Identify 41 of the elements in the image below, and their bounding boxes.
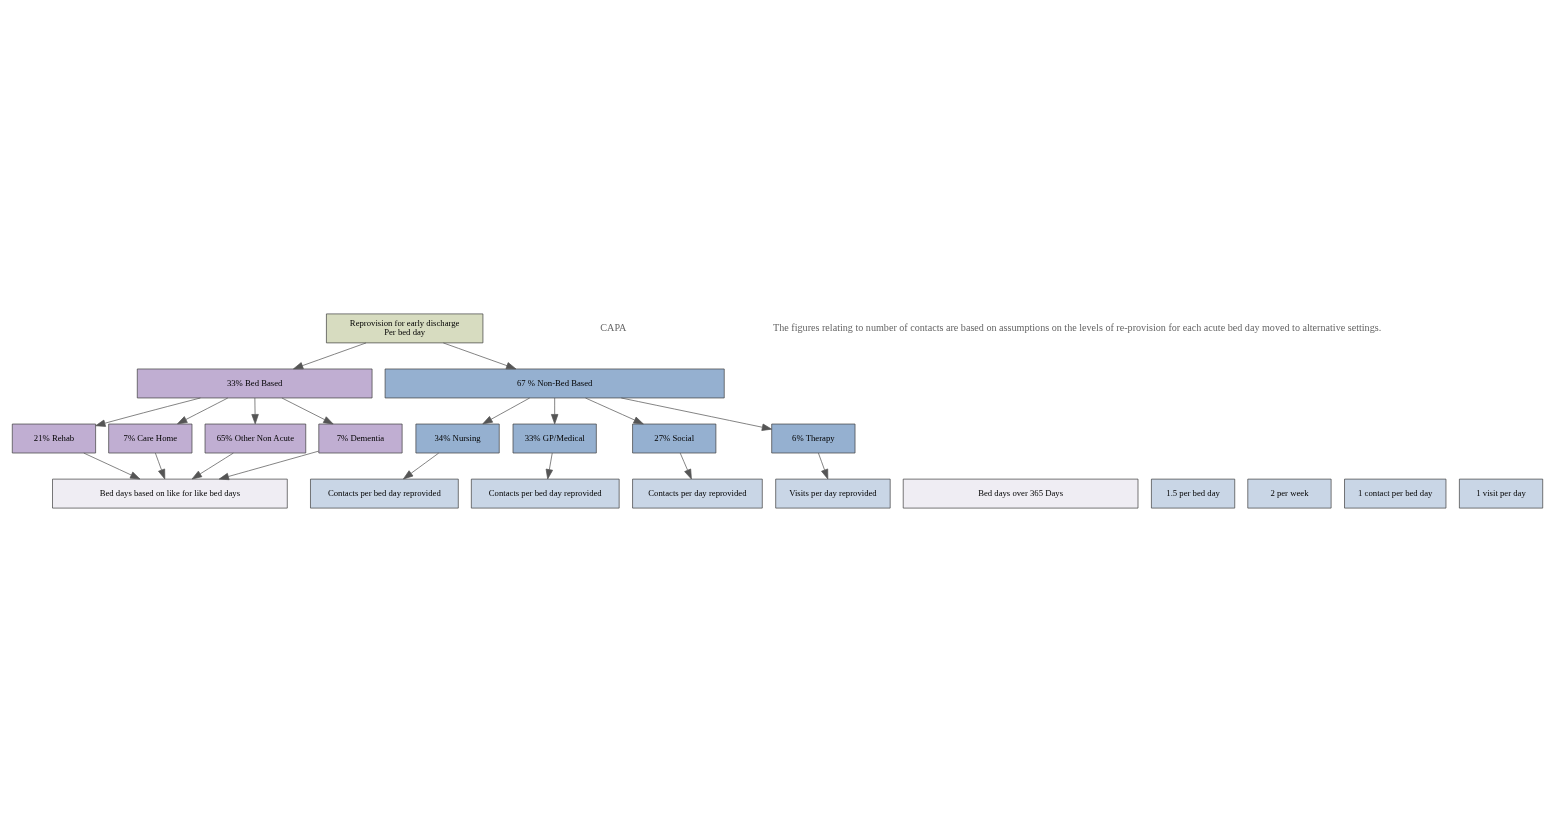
label: The figures relating to number of contacts are based on assumptions on the levels of re-provision for each acute bed day moved to alternative settings. — [773, 322, 1382, 334]
node-box: 2 per week — [1247, 478, 1332, 509]
arrow — [83, 452, 141, 480]
node-box: 34% Nursing — [415, 423, 500, 454]
arrow — [585, 397, 644, 425]
node-box: 1 visit per day — [1459, 478, 1544, 509]
arrow — [818, 452, 829, 480]
node-box: Visits per day reprovided — [775, 478, 891, 509]
arrow — [191, 452, 234, 480]
arrow — [177, 397, 229, 425]
arrow — [281, 397, 334, 425]
node-box: 1.5 per bed day — [1151, 478, 1236, 509]
node-box: 33% Bed Based — [136, 368, 373, 399]
node-box: 6% Therapy — [771, 423, 856, 454]
node-box: Bed days based on like for like bed days — [52, 478, 288, 509]
node-box: 1 contact per bed day — [1344, 478, 1447, 509]
arrow — [218, 450, 319, 481]
arrow — [403, 452, 440, 480]
node-box: Contacts per bed day reprovided — [310, 478, 459, 509]
arrow — [155, 452, 166, 480]
node-box: Contacts per bed day reprovided — [470, 478, 620, 509]
node-box: 27% Social — [632, 423, 717, 454]
node-box: 67 % Non-Bed Based — [384, 368, 725, 399]
node-box: 7% Dementia — [318, 423, 403, 454]
arrow — [95, 397, 201, 427]
node-box: 65% Other Non Acute — [204, 423, 307, 454]
arrow — [551, 397, 559, 425]
node-box: Contacts per day reprovided — [632, 478, 763, 509]
node-box: 33% GP/Medical — [512, 423, 597, 454]
node-box: Bed days over 365 Days — [902, 478, 1139, 509]
arrow — [293, 342, 367, 370]
node-box: 7% Care Home — [108, 423, 193, 454]
arrow — [251, 397, 259, 425]
arrow — [620, 397, 772, 431]
arrow — [482, 397, 531, 425]
arrow — [545, 452, 553, 480]
label: CAPA — [600, 322, 627, 334]
node-box: Reprovision for early discharge Per bed day — [326, 313, 484, 344]
node-box: 21% Rehab — [11, 423, 96, 454]
arrow — [442, 342, 517, 370]
arrow — [679, 452, 692, 480]
